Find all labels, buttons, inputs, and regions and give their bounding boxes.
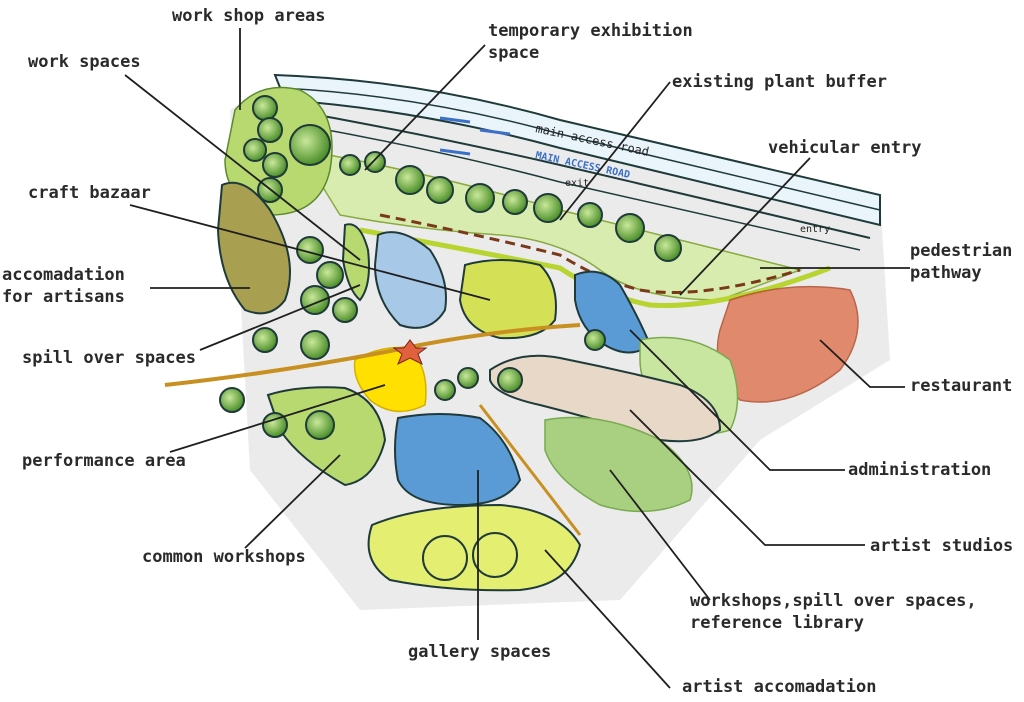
leader-artist-accomadation <box>544 549 671 689</box>
temporary-exhibition-zone <box>373 231 447 329</box>
internal-pathway-2 <box>478 404 582 536</box>
gallery-circle-1 <box>422 535 468 581</box>
label-spill-over-spaces: spill over spaces <box>22 348 196 368</box>
label-gallery-spaces: gallery spaces <box>408 642 552 662</box>
center-marker <box>392 339 428 366</box>
label-work-spaces: work spaces <box>28 52 141 72</box>
gallery-circle-2 <box>472 532 518 578</box>
leader-workshops-library <box>609 469 711 601</box>
leader-temporary-exhibition <box>364 44 486 171</box>
performance-area-zone <box>353 346 427 413</box>
vehicle-entry-label: entry <box>800 224 830 235</box>
leader-artist-studios <box>629 409 865 546</box>
leader-spill-over <box>199 284 361 351</box>
gallery-spaces-zone <box>394 413 522 507</box>
central-green-zone <box>458 259 557 340</box>
leader-restaurant <box>819 339 905 388</box>
craft-bazaar-zone <box>341 223 370 302</box>
label-temporary-exhibition-space: temporary exhibition space <box>488 21 693 63</box>
label-workshops-reference-library: workshops,spill over spaces, reference l… <box>690 591 977 633</box>
label-craft-bazaar: craft bazaar <box>28 183 151 203</box>
label-restaurant: restaurant <box>910 376 1013 396</box>
trees <box>219 95 682 440</box>
leader-performance <box>169 384 386 453</box>
label-pedestrian-pathway: pedestrian pathway <box>910 241 1013 283</box>
label-artist-studios: artist studios <box>870 536 1014 556</box>
leader-work-spaces <box>124 74 361 261</box>
label-performance-area: performance area <box>22 451 186 471</box>
leader-existing-plant-buffer <box>559 81 671 221</box>
leader-craft-bazaar <box>129 204 491 301</box>
label-common-workshops: common workshops <box>142 547 306 567</box>
label-work-shop-areas: work shop areas <box>172 6 326 26</box>
label-existing-plant-buffer: existing plant buffer <box>672 72 887 92</box>
label-artist-accomadation: artist accomadation <box>682 677 877 697</box>
workshops-library-zone <box>544 416 693 513</box>
label-administration: administration <box>848 460 992 480</box>
leader-common-workshops <box>244 454 341 549</box>
artist-studios-zone <box>489 354 722 443</box>
label-vehicular-entry: vehicular entry <box>768 138 922 158</box>
leader-administration <box>629 329 845 471</box>
leader-vehicular-entry <box>679 157 811 296</box>
label-accomadation-for-artisans: accomadation for artisans <box>2 265 125 307</box>
entry-exit-label: exit <box>565 178 589 189</box>
